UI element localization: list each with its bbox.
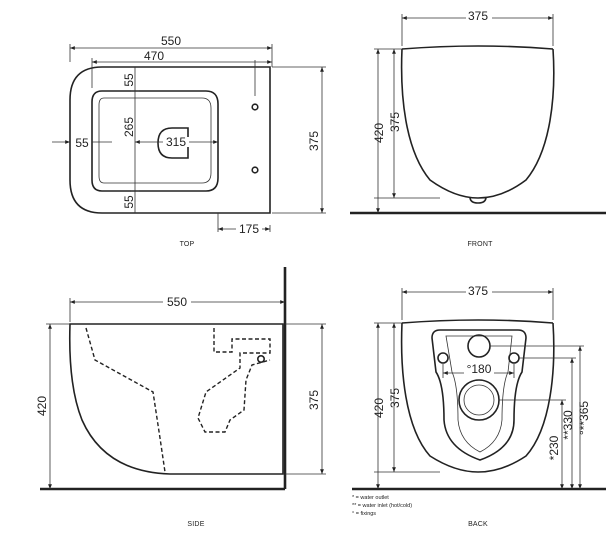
side-view-caption: SIDE [187, 521, 204, 528]
front-view-outline [400, 48, 555, 199]
back-view: 375 420 375 °180 *230 **330 °**365 BACK [352, 284, 606, 528]
top-view-outline [69, 66, 271, 214]
top-dim-375: 375 [307, 131, 321, 151]
back-dim-375-width: 375 [468, 284, 488, 298]
top-view-caption: TOP [180, 241, 195, 248]
front-dim-420: 420 [372, 123, 386, 143]
legend-fixings: ° = fixings [352, 511, 376, 517]
top-dim-55-side: 55 [75, 136, 89, 150]
legend-water-inlet: ** = water inlet (hot/cold) [352, 503, 412, 509]
top-dim-175: 175 [239, 222, 259, 236]
back-view-outline [400, 322, 555, 473]
top-view-bowl-inner [98, 97, 212, 184]
legend-water-outlet: * = water outlet [352, 495, 389, 501]
side-view: 550 420 375 SIDE [35, 267, 326, 528]
back-view-caption: BACK [468, 521, 488, 528]
top-dim-55-back: 55 [122, 73, 136, 87]
back-view-fixing-left [437, 352, 449, 364]
side-view-internal-cavity [85, 327, 271, 473]
top-view: 550 470 55 265 55 55 315 375 175 TOP [52, 34, 326, 248]
legend: * = water outlet ** = water inlet (hot/c… [352, 495, 412, 517]
front-view-caption: FRONT [467, 241, 493, 248]
front-dim-375-width: 375 [468, 9, 488, 23]
back-dim-420: 420 [372, 398, 386, 418]
top-view-bowl-rim [91, 90, 219, 192]
back-view-fixing-right [508, 352, 520, 364]
back-dim-365: °**365 [577, 401, 591, 435]
top-view-fixing-hole-lower [251, 166, 259, 174]
top-dim-265: 265 [122, 117, 136, 137]
side-dim-420: 420 [35, 396, 49, 416]
top-dim-55-front: 55 [122, 195, 136, 209]
top-dim-315: 315 [166, 135, 186, 149]
back-view-top-surface [401, 319, 554, 324]
front-view: 375 420 375 FRONT [350, 9, 606, 248]
back-dim-330: **330 [561, 410, 575, 440]
front-dim-375-height: 375 [388, 112, 402, 132]
front-view-drain [469, 196, 487, 204]
back-dim-180: °180 [467, 362, 492, 376]
front-view-top-surface [401, 45, 554, 50]
side-dim-550: 550 [167, 295, 187, 309]
back-view-water-inlet [467, 334, 491, 358]
side-view-water-inlet [256, 354, 265, 363]
back-view-water-outlet-inner [463, 384, 495, 416]
back-view-water-outlet [458, 379, 500, 421]
top-dim-470: 470 [144, 49, 164, 63]
side-dim-375: 375 [307, 390, 321, 410]
top-dim-550: 550 [161, 34, 181, 48]
back-view-recess-inner [445, 335, 513, 453]
back-dim-230: *230 [547, 435, 561, 460]
top-view-fixing-hole-upper [251, 103, 259, 111]
side-view-outline [68, 323, 284, 475]
back-dim-375-height: 375 [388, 388, 402, 408]
back-view-recess [431, 329, 527, 461]
